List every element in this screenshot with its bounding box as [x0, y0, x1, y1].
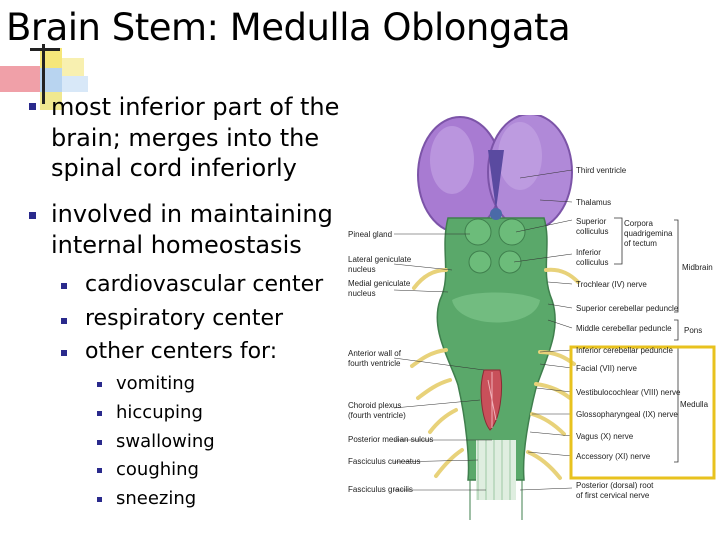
label-of-tectum: of tectum: [624, 239, 657, 248]
bullet-marker: [29, 212, 36, 219]
label-lateral-geniculate-2: nucleus: [348, 265, 376, 274]
bullet-marker: [97, 440, 102, 445]
label-facial-nerve: Facial (VII) nerve: [576, 364, 637, 373]
region-midbrain: Midbrain: [682, 263, 713, 272]
label-first-cervical-nerve: of first cervical nerve: [576, 491, 650, 500]
label-vagus-nerve: Vagus (X) nerve: [576, 432, 634, 441]
label-accessory-nerve: Accessory (XI) nerve: [576, 452, 651, 461]
label-choroid-plexus-2: (fourth ventricle): [348, 411, 406, 420]
sub-bullet-cardiovascular: cardiovascular center: [85, 272, 324, 297]
title-decoration: [0, 44, 88, 110]
bullet-1-line: spinal cord inferiorly: [51, 154, 297, 182]
region-medulla: Medulla: [680, 400, 709, 409]
center-hiccuping: hiccuping: [116, 402, 203, 423]
label-pineal-gland: Pineal gland: [348, 230, 392, 239]
medulla-highlight: [569, 345, 716, 480]
bullet-marker: [97, 497, 102, 502]
center-vomiting: vomiting: [116, 373, 196, 394]
bullet-marker: [97, 411, 102, 416]
label-vestibulocochlear-nerve: Vestibulocochlear (VIII) nerve: [576, 388, 681, 397]
center-sneezing: sneezing: [116, 488, 197, 509]
label-superior-colliculus-2: colliculus: [576, 227, 608, 236]
thalamus-illustration: [417, 115, 573, 234]
bullet-2: involved in maintaining internal homeost…: [51, 199, 333, 260]
label-inferior-colliculus: Inferior: [576, 248, 601, 257]
label-lateral-geniculate: Lateral geniculate: [348, 255, 412, 264]
region-pons: Pons: [684, 326, 702, 335]
center-swallowing: swallowing: [116, 431, 215, 452]
bullet-marker: [61, 283, 67, 289]
bullet-2-line: internal homeostasis: [51, 230, 302, 259]
label-choroid-plexus: Choroid plexus: [348, 401, 401, 410]
label-fasciculus-gracilis: Fasciculus gracilis: [348, 485, 413, 494]
label-posterior-median-sulcus: Posterior median sulcus: [348, 435, 433, 444]
label-inferior-cerebellar-peduncle: Inferior cerebellar peduncle: [576, 346, 673, 355]
label-thalamus: Thalamus: [576, 198, 611, 207]
brainstem-diagram: Pineal gland Lateral geniculate nucleus …: [348, 115, 716, 520]
label-superior-colliculus: Superior: [576, 217, 607, 226]
bullet-marker: [61, 350, 67, 356]
sub-bullet-respiratory: respiratory center: [85, 306, 284, 331]
label-posterior-root: Posterior (dorsal) root: [576, 481, 654, 490]
bullet-marker: [97, 468, 102, 473]
label-glossopharyngeal-nerve: Glossopharyngeal (IX) nerve: [576, 410, 678, 419]
label-third-ventricle: Third ventricle: [576, 166, 627, 175]
center-coughing: coughing: [116, 459, 199, 480]
bullet-marker: [29, 103, 36, 110]
bullet-1-line: most inferior part of the: [51, 93, 340, 121]
label-anterior-wall-2: fourth ventricle: [348, 359, 401, 368]
bullet-1: most inferior part of the brain; merges …: [51, 92, 339, 184]
bullet-marker: [97, 382, 102, 387]
label-corpora: Corpora: [624, 219, 653, 228]
label-anterior-wall: Anterior wall of: [348, 349, 402, 358]
bullet-marker: [61, 318, 67, 324]
bullet-1-line: brain; merges into the: [51, 123, 320, 152]
label-middle-cerebellar-peduncle: Middle cerebellar peduncle: [576, 324, 672, 333]
label-medial-geniculate: Medial geniculate: [348, 279, 411, 288]
slide-title: Brain Stem: Medulla Oblongata: [6, 6, 571, 49]
label-inferior-colliculus-2: colliculus: [576, 258, 608, 267]
label-fasciculus-cuneatus: Fasciculus cuneatus: [348, 457, 420, 466]
brainstem-illustration: [436, 208, 556, 520]
sub-bullet-other: other centers for:: [85, 339, 278, 364]
bullet-2-line: involved in maintaining: [51, 200, 333, 228]
label-quadrigemina: quadrigemina: [624, 229, 673, 238]
label-trochlear-nerve: Trochlear (IV) nerve: [576, 280, 647, 289]
label-medial-geniculate-2: nucleus: [348, 289, 376, 298]
label-superior-cerebellar-peduncle: Superior cerebellar peduncle: [576, 304, 679, 313]
